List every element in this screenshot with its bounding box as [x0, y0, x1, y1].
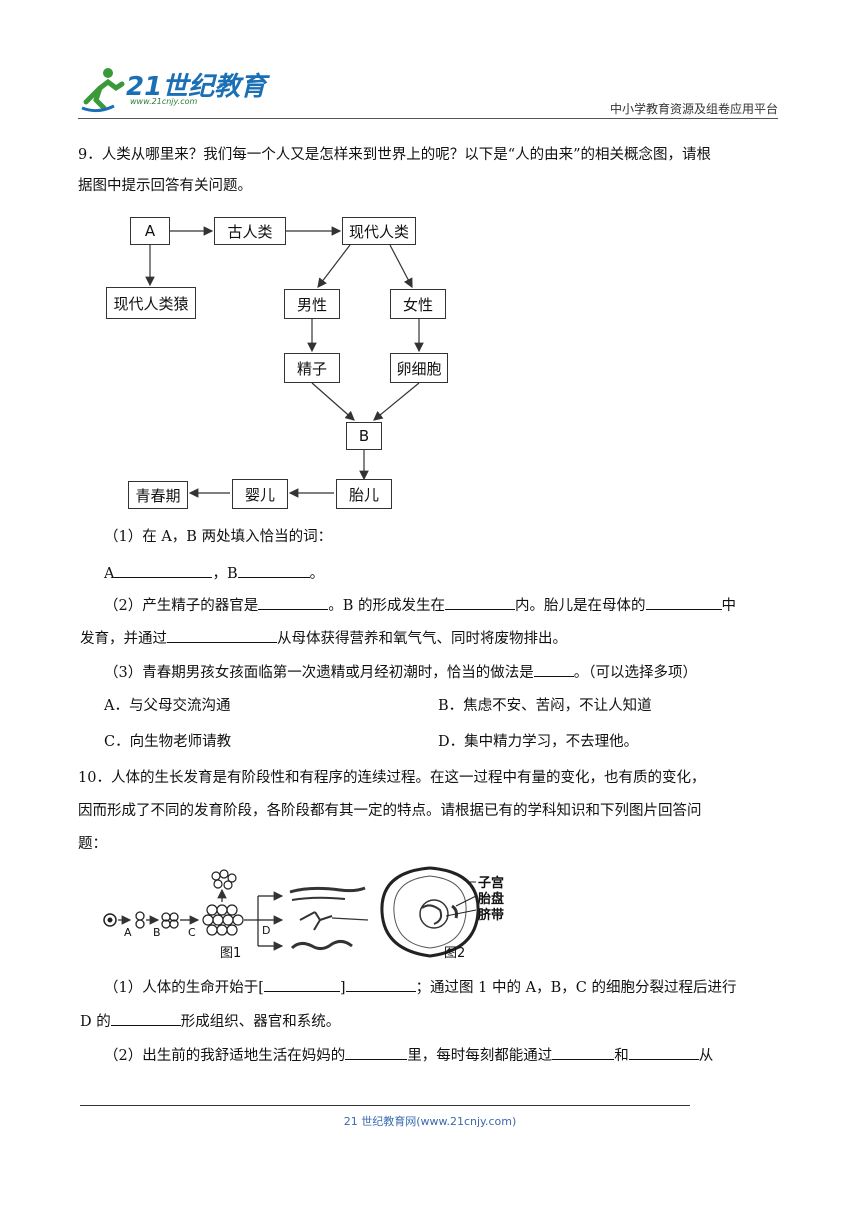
node-modern-apes: 现代人类猿: [106, 287, 196, 319]
q10-stem-line3: 题：: [78, 836, 107, 852]
q10-p1-line1: （1）人体的生命开始于[]；通过图 1 中的 A，B，C 的细胞分裂过程后进行: [104, 976, 736, 999]
node-fetus: 胎儿: [336, 479, 392, 509]
label-placenta: 胎盘: [478, 892, 505, 907]
q9-stem-line2: 据图中提示回答有关问题。: [78, 178, 252, 194]
q10-p1-line2: D 的形成组织、器官和系统。: [80, 1010, 340, 1033]
logo-text: 21世纪教育: [126, 72, 267, 102]
node-egg: 卵细胞: [390, 353, 448, 383]
logo: 21世纪教育 www.21cnjy.com: [78, 64, 318, 114]
q9-p2-line2: 发育，并通过从母体获得营养和氧气气、同时将废物排出。: [80, 627, 567, 650]
label-umbilical-cord: 脐带: [478, 908, 505, 923]
node-male: 男性: [284, 289, 340, 319]
concept-diagram: A 古人类 现代人类 现代人类猿 男性 女性 精子 卵细胞 B 胎儿 婴儿 青春…: [100, 205, 460, 515]
q9-stem: 9．人类从哪里来？我们每一个人又是怎样来到世界上的呢？以下是“人的由来”的相关概…: [78, 140, 778, 202]
q9-p3: （3）青春期男孩女孩面临第一次遗精或月经初潮时，恰当的做法是。（可以选择多项）: [104, 661, 697, 684]
node-infant: 婴儿: [232, 479, 288, 509]
q10-stem-line2: 因而形成了不同的发育阶段，各阶段都有其一定的特点。请根据已有的学科知识和下列图片…: [78, 803, 702, 819]
fig1-caption: 图1: [220, 946, 242, 961]
q9-p2-line1: （2）产生精子的器官是。B 的形成发生在内。胎儿是在母体的中: [104, 594, 736, 617]
logo-url: www.21cnjy.com: [130, 97, 198, 106]
q10-stem-line1: 10．人体的生长发育是有阶段性和有程序的连续过程。在这一过程中有量的变化，也有质…: [78, 770, 706, 786]
header-divider: [78, 118, 778, 119]
node-modern-humans: 现代人类: [342, 217, 416, 245]
node-ancient-humans: 古人类: [214, 217, 286, 245]
fig-label-B: B: [153, 926, 161, 939]
development-figure: A B C D 图1 图2 子宫 胎盘 脐带: [100, 862, 520, 962]
node-A: A: [130, 217, 170, 245]
q10-stem: 10．人体的生长发育是有阶段性和有程序的连续过程。在这一过程中有量的变化，也有质…: [78, 762, 778, 861]
platform-name: 中小学教育资源及组卷应用平台: [609, 102, 778, 116]
blank-structure-2[interactable]: [628, 1044, 699, 1060]
q9-option-D[interactable]: D．集中精力学习，不去理他。: [438, 734, 639, 750]
fig-label-D: D: [262, 924, 271, 937]
blank-fertilization-site[interactable]: [445, 594, 515, 610]
blank-p3[interactable]: [533, 661, 574, 677]
node-female: 女性: [390, 289, 446, 319]
blank-B[interactable]: [237, 562, 310, 578]
figure-drawing: [103, 866, 480, 958]
diagram-arrows: [145, 226, 424, 498]
q9-option-A[interactable]: A．与父母交流沟通: [104, 698, 231, 714]
runner-logo-icon: [81, 68, 125, 113]
blank-sperm-organ[interactable]: [258, 594, 329, 610]
blank-fetus-organ[interactable]: [645, 594, 722, 610]
page-header: 21世纪教育 www.21cnjy.com 中小学教育资源及组卷应用平台: [78, 64, 778, 120]
blank-mother-organ[interactable]: [345, 1044, 408, 1060]
q9-stem-line1: 9．人类从哪里来？我们每一个人又是怎样来到世界上的呢？以下是“人的由来”的相关概…: [78, 147, 712, 163]
label-uterus: 子宫: [478, 876, 505, 891]
blank-structure-1[interactable]: [552, 1044, 615, 1060]
page-footer: 21 世纪教育网(www.21cnjy.com): [343, 1115, 517, 1128]
fig-label-C: C: [188, 926, 196, 939]
fig2-caption: 图2: [444, 946, 466, 961]
q9-option-B[interactable]: B．焦虑不安、苦闷，不让人知道: [438, 698, 652, 714]
blank-exchange-structure[interactable]: [167, 627, 277, 643]
blank-life-start-label[interactable]: [263, 976, 340, 992]
q9-p1-answer-line: A，B。: [104, 562, 324, 585]
node-B: B: [346, 422, 382, 450]
q9-p1: （1）在 A，B 两处填入恰当的词：: [104, 529, 333, 545]
blank-life-start[interactable]: [345, 976, 416, 992]
node-sperm: 精子: [284, 353, 340, 383]
node-adolescence: 青春期: [128, 481, 188, 509]
footer-divider: [80, 1105, 690, 1106]
q10-p2-line1: （2）出生前的我舒适地生活在妈妈的里，每时每刻都能通过和从: [104, 1044, 713, 1067]
fig-label-A: A: [124, 926, 132, 939]
blank-D-process[interactable]: [110, 1010, 181, 1026]
blank-A[interactable]: [114, 562, 213, 578]
q9-option-C[interactable]: C．向生物老师请教: [104, 734, 232, 750]
